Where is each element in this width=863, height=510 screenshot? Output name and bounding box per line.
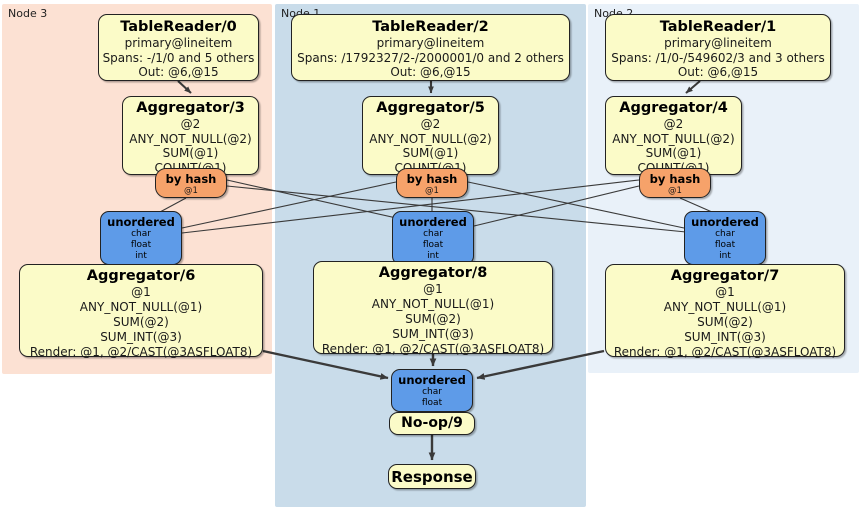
node-detail-unordered3-2: int [135,251,147,261]
node-detail-tablereader2-2: Out: @6,@15 [390,65,471,79]
node-detail-byhash3-0: @1 [184,186,198,196]
node-title-aggregator6: Aggregator/6 [86,268,196,284]
node-detail-unordered3-1: float [130,240,152,250]
node-detail-unordered7-2: int [719,251,731,261]
node-detail-unordered7-0: char [715,229,735,239]
node-detail-byhash4-0: @1 [668,186,682,196]
node-detail-tablereader0-2: Out: @6,@15 [138,65,219,79]
node-detail-aggregator3-2: SUM(@1) [162,146,219,160]
node-title-aggregator5: Aggregator/5 [376,100,485,116]
node-title-tablereader2: TableReader/2 [372,19,489,35]
node-panel-label-node3: Node 3 [8,7,48,20]
node-title-byhash5: by hash [406,172,458,186]
node-title-unordered8: unordered [399,215,467,229]
node-noop9[interactable]: No-op/9 [389,412,475,435]
node-detail-aggregator6-4: Render: @1, @2/CAST(@3ASFLOAT8) [29,345,253,359]
node-response[interactable]: Response [388,464,476,489]
node-detail-aggregator7-2: SUM(@2) [697,315,753,329]
node-aggregator5[interactable]: Aggregator/5@2ANY_NOT_NULL(@2)SUM(@1)COU… [362,96,499,175]
node-byhash3[interactable]: by hash@1 [155,168,227,198]
node-detail-unordered8-1: float [422,240,444,250]
node-title-byhash3: by hash [165,172,217,186]
node-title-unordered7: unordered [691,215,759,229]
node-detail-unordered8-0: char [423,229,443,239]
node-title-aggregator7: Aggregator/7 [670,268,780,284]
node-detail-aggregator6-2: SUM(@2) [113,315,169,329]
node-detail-aggregator8-0: @1 [423,282,443,296]
node-detail-aggregator8-4: Render: @1, @2/CAST(@3ASFLOAT8) [321,342,545,356]
node-title-tablereader0: TableReader/0 [120,19,237,35]
node-detail-aggregator7-1: ANY_NOT_NULL(@1) [663,300,787,314]
node-title-byhash4: by hash [649,172,701,186]
node-byhash4[interactable]: by hash@1 [639,168,711,198]
node-detail-aggregator8-2: SUM(@2) [405,312,461,326]
node-title-noop9: No-op/9 [401,415,463,431]
node-detail-tablereader2-0: primary@lineitem [376,36,485,50]
node-detail-tablereader0-0: primary@lineitem [124,36,233,50]
node-title-aggregator4: Aggregator/4 [619,100,728,116]
node-detail-tablereader1-1: Spans: /1/0-/549602/3 and 3 others [611,50,825,65]
node-detail-aggregator6-3: SUM_INT(@3) [100,330,182,344]
node-detail-aggregator6-0: @1 [131,285,151,299]
node-title-aggregator3: Aggregator/3 [136,100,245,116]
node-detail-tablereader1-0: primary@lineitem [664,36,772,50]
node-title-unordered9: unordered [398,373,466,387]
node-detail-byhash5-0: @1 [425,186,439,196]
node-byhash5[interactable]: by hash@1 [396,168,468,198]
node-title-tablereader1: TableReader/1 [659,19,777,35]
node-detail-aggregator3-0: @2 [180,117,201,131]
node-detail-unordered9-1: float [421,398,443,408]
node-detail-tablereader2-1: Spans: /1792327/2-/2000001/0 and 2 other… [297,50,564,65]
node-detail-aggregator5-2: SUM(@1) [402,146,459,160]
node-detail-aggregator8-1: ANY_NOT_NULL(@1) [371,297,495,311]
node-detail-aggregator3-1: ANY_NOT_NULL(@2) [129,131,252,146]
node-detail-aggregator4-1: ANY_NOT_NULL(@2) [612,131,735,146]
node-aggregator4[interactable]: Aggregator/4@2ANY_NOT_NULL(@2)SUM(@1)COU… [605,96,742,175]
node-detail-aggregator5-0: @2 [420,117,441,131]
node-detail-unordered3-0: char [131,229,151,239]
node-detail-aggregator4-2: SUM(@1) [645,146,702,160]
node-title-unordered3: unordered [107,215,175,229]
node-detail-aggregator4-0: @2 [663,117,684,131]
node-aggregator3[interactable]: Aggregator/3@2ANY_NOT_NULL(@2)SUM(@1)COU… [122,96,259,175]
node-detail-unordered7-1: float [714,240,736,250]
node-detail-unordered8-2: int [427,251,439,261]
node-detail-aggregator5-1: ANY_NOT_NULL(@2) [369,131,492,146]
node-detail-aggregator6-1: ANY_NOT_NULL(@1) [79,300,203,314]
node-detail-aggregator7-4: Render: @1, @2/CAST(@3ASFLOAT8) [613,345,837,359]
node-detail-tablereader1-2: Out: @6,@15 [677,65,759,79]
node-detail-aggregator8-3: SUM_INT(@3) [392,327,474,341]
node-detail-aggregator7-3: SUM_INT(@3) [684,330,766,344]
node-detail-unordered9-0: char [422,387,442,397]
node-detail-tablereader0-1: Spans: -/1/0 and 5 others [102,50,255,65]
node-detail-aggregator7-0: @1 [715,285,735,299]
node-title-aggregator8: Aggregator/8 [378,265,488,281]
node-title-response: Response [391,468,473,486]
